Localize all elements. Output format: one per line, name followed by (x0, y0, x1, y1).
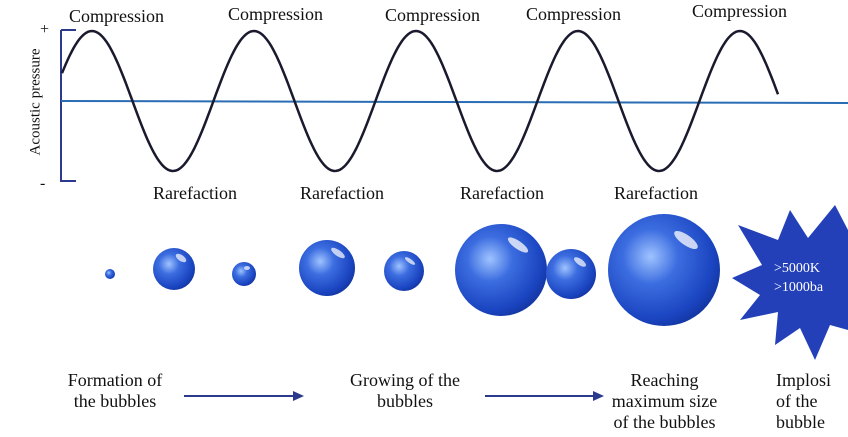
bubble-8 (608, 214, 720, 326)
bubble-highlight (674, 230, 698, 250)
bubble-7 (546, 249, 596, 299)
bubble-3 (232, 262, 256, 286)
stage-reaching: Reaching maximum size of the bubbles (611, 370, 718, 432)
bubble-1 (105, 269, 115, 279)
bubble-highlight (404, 257, 416, 265)
bubble-highlight (574, 257, 586, 267)
process-arrows (184, 391, 604, 401)
arrow-2-head (593, 391, 604, 401)
plus-sign: + (40, 21, 50, 38)
implosion-temperature: >5000K (774, 261, 821, 276)
compression-label: Compression (526, 4, 622, 24)
rarefaction-label: Rarefaction (460, 183, 544, 203)
compression-label: Compression (228, 4, 324, 24)
bubble-highlight (507, 237, 529, 253)
compression-label: Compression (692, 1, 788, 21)
y-axis-label: Acoustic pressure (27, 48, 44, 156)
bubble-highlight (244, 266, 250, 270)
bubbles (105, 214, 720, 326)
bubble-6 (455, 224, 547, 316)
rarefaction-label: Rarefaction (614, 183, 698, 203)
pressure-wave (60, 29, 780, 173)
minus-sign: - (40, 175, 46, 192)
bubble-highlight (331, 247, 345, 259)
compression-label: Compression (385, 5, 481, 25)
implosion-pressure: >1000ba (774, 280, 824, 295)
implosion-burst (732, 205, 848, 360)
stage-imploding: Implosi of the bubble (776, 370, 832, 432)
compression-label: Compression (69, 6, 165, 26)
bubble-highlight (175, 253, 187, 263)
baseline (60, 100, 848, 104)
stage-formation: Formation of the bubbles (67, 370, 163, 411)
rarefaction-label: Rarefaction (153, 183, 237, 203)
arrow-1-head (293, 391, 304, 401)
bubble-2 (153, 248, 195, 290)
bubble-5 (384, 251, 424, 291)
rarefaction-label: Rarefaction (300, 183, 384, 203)
stage-growing: Growing of the bubbles (350, 370, 460, 411)
bubble-4 (299, 240, 355, 296)
